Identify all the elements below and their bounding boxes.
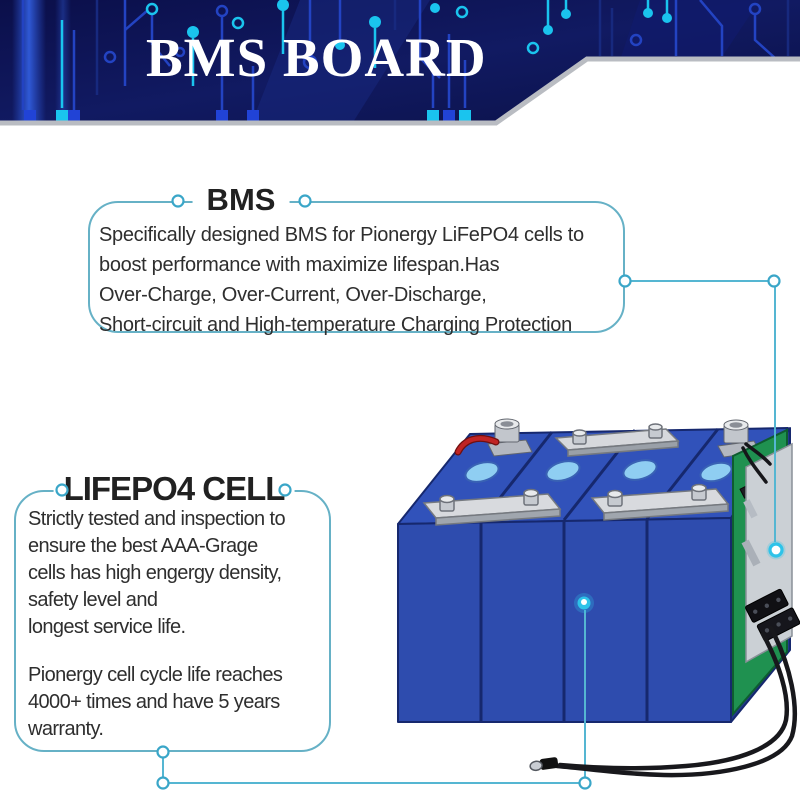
lifepo4-description: Strictly tested and inspection to ensure…: [16, 492, 329, 743]
bms-sense-wires: [741, 442, 772, 484]
lifepo4-line: Pionergy cell cycle life reaches: [28, 664, 283, 686]
battery-right-face: [730, 427, 791, 723]
lifepo4-line: safety level and: [28, 589, 158, 611]
lifepo4-line: 4000+ times and have 5 years: [28, 691, 280, 713]
bms-description-line: Specifically designed BMS for Pionergy L…: [99, 224, 584, 246]
battery-pack: [397, 427, 791, 723]
pcb-components: [739, 479, 778, 525]
output-wires: [554, 625, 797, 778]
negative-terminal: [717, 419, 761, 458]
lifepo4-section-title: LIFEPO4 CELL: [53, 469, 295, 509]
busbar-bolts: [439, 423, 707, 512]
red-wire: [454, 434, 500, 456]
bms-board: [732, 428, 800, 717]
bms-description: Specifically designed BMS for Pionergy L…: [90, 203, 623, 340]
lifepo4-paragraph-1: Strictly tested and inspection to ensure…: [28, 506, 329, 641]
lifepo4-line: Strictly tested and inspection to: [28, 508, 286, 530]
lifepo4-elbow-node: [156, 776, 170, 790]
lifepo4-callout-box: Strictly tested and inspection to ensure…: [14, 490, 331, 752]
bms-terminal-blocks: [745, 588, 800, 642]
bms-corner-node: [767, 274, 781, 288]
cell-vent-ovals: [464, 459, 733, 483]
bms-description-line: boost performance with maximize lifespan…: [99, 254, 500, 276]
lifepo4-line: longest service life.: [28, 616, 186, 638]
lifepo4-line: ensure the best AAA-Grage: [28, 535, 258, 557]
wire-connector-tip: [529, 757, 559, 772]
callout-endpoints: [574, 540, 786, 613]
bms-description-line: Over-Charge, Over-Current, Over-Discharg…: [99, 284, 487, 306]
busbars: [422, 423, 730, 526]
lifepo4-paragraph-2: Pionergy cell cycle life reaches 4000+ t…: [28, 662, 329, 743]
lifepo4-line: warranty.: [28, 718, 104, 740]
bms-callout-box: Specifically designed BMS for Pionergy L…: [88, 201, 625, 336]
bms-description-line: Short-circuit and High-temperature Charg…: [99, 314, 572, 336]
terminal-posts: [487, 418, 761, 458]
lifepo4-line: cells has high engergy density,: [28, 562, 282, 584]
lifepo4-corner-node: [578, 776, 592, 790]
bms-mounting-plate: [745, 442, 793, 664]
banner-title: BMS BOARD: [146, 27, 487, 88]
bms-section-title: BMS: [192, 182, 290, 218]
battery-front-face: [397, 517, 732, 723]
bms-green-pcb: [732, 428, 788, 717]
cell-dividers: [479, 428, 720, 722]
positive-terminal: [487, 418, 533, 457]
battery-top-face: [397, 427, 789, 525]
